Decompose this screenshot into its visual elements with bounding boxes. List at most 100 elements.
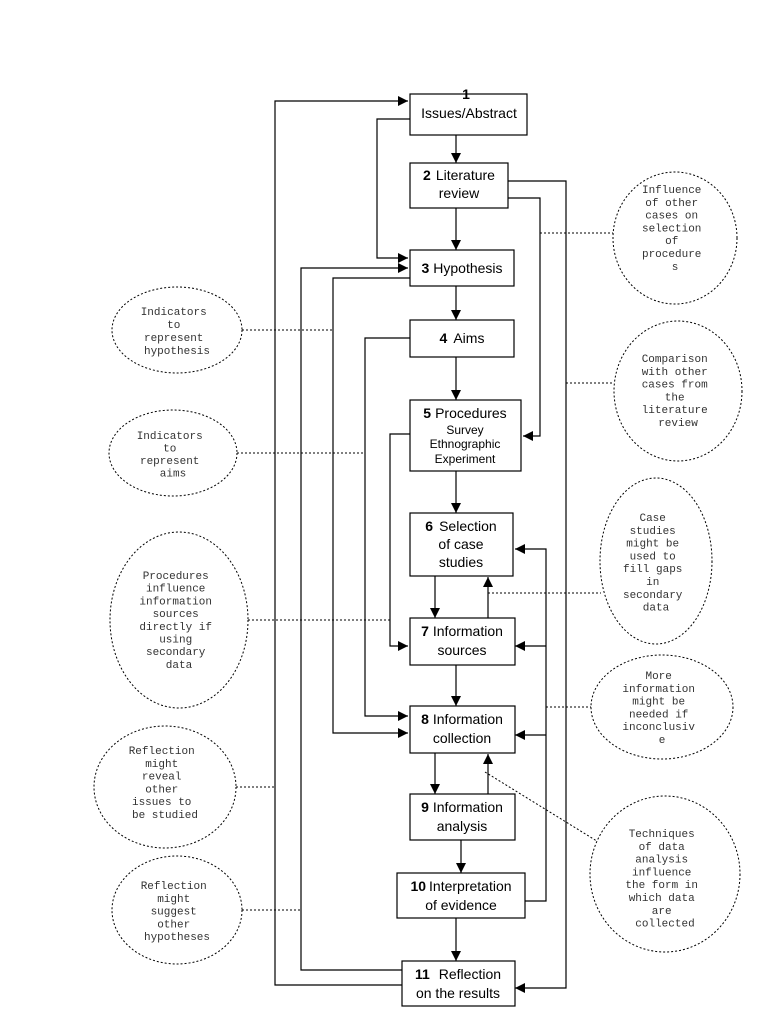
note-left-indicators-hypothesis: Indicators to represent hypothesis — [111, 286, 243, 374]
note-text: other — [145, 784, 178, 796]
note-text: needed if — [629, 709, 688, 721]
note-text: More — [645, 671, 671, 683]
note-text: other — [157, 919, 190, 931]
note-text: might be — [632, 697, 685, 709]
note-text: cases from — [642, 380, 708, 392]
loop-1-to-3 — [376, 118, 410, 263]
note-text: collected — [635, 919, 694, 931]
note-text: selection — [642, 223, 701, 235]
step-8-number: 8 — [421, 711, 429, 727]
note-text: the form in — [625, 880, 698, 892]
note-text: Case — [639, 513, 665, 525]
step-5-number: 5 — [423, 405, 431, 421]
step-10-label-line-2: of evidence — [425, 897, 497, 913]
note-text: hypotheses — [144, 932, 210, 944]
note-right-more-information: More information might be needed if inco… — [590, 654, 734, 760]
note-text: in — [646, 577, 659, 589]
note-text: fill gaps — [623, 564, 682, 576]
note-right-techniques-analysis: Techniques of data analysis influence th… — [589, 795, 741, 953]
note-text: might — [157, 894, 190, 906]
note-text: data — [643, 603, 670, 615]
note-text: cases on — [645, 211, 698, 223]
loop-10-to-6 — [515, 544, 547, 902]
step-2-label-line-2: review — [439, 185, 480, 201]
step-5-sub-survey: Survey — [446, 423, 483, 437]
annotation-leaders — [236, 232, 614, 911]
step-10-label-line-1: Interpretation — [429, 878, 512, 894]
step-11-number: 11 — [415, 966, 430, 982]
step-4-label: Aims — [453, 330, 484, 346]
note-text: represent — [140, 456, 199, 468]
step-6-label-line-2: of case — [438, 536, 483, 552]
note-text: influence — [146, 584, 205, 596]
step-5-sub-ethnographic: Ethnographic — [430, 437, 501, 451]
note-text: aims — [160, 469, 186, 481]
step-6-number: 6 — [425, 518, 433, 534]
note-right-case-studies-gaps: Case studies might be used to fill gaps … — [599, 477, 713, 645]
note-text: the — [665, 392, 685, 404]
note-text: to — [163, 444, 176, 456]
note-text: inconclusiv — [622, 722, 695, 734]
note-text: literature — [642, 405, 708, 417]
svg-text:Case studies m: Case studies might be used to fill gaps … — [623, 513, 689, 615]
step-7-number: 7 — [421, 623, 429, 639]
svg-text:Reflection might: Reflection might reveal other issues to … — [129, 746, 202, 822]
step-10-number: 10 — [410, 878, 426, 894]
annotation-notes: Indicators to represent hypothesis Indic… — [93, 171, 743, 965]
note-left-indicators-aims: Indicators to represent aims — [108, 409, 238, 497]
note-text: of data — [639, 842, 686, 854]
note-text: of other — [645, 198, 698, 210]
note-text: secondary — [623, 590, 683, 602]
step-6-label-line-1: Selection — [439, 518, 497, 534]
note-text: data — [166, 660, 193, 672]
note-text: Indicators — [141, 307, 207, 319]
svg-text:Techniques of data: Techniques of data analysis influence th… — [625, 829, 704, 931]
note-text: represent — [144, 333, 203, 345]
svg-text:Indicators to: Indicators to represent hypothesis — [141, 307, 214, 358]
note-left-reflection-hypotheses: Reflection might suggest other hypothese… — [111, 855, 243, 965]
loop-5-to-7 — [389, 433, 410, 651]
loop-2-to-5 — [508, 197, 541, 441]
note-text: influence — [632, 867, 691, 879]
note-text: studies — [630, 526, 676, 538]
note-text: using — [159, 635, 192, 647]
step-9-number: 9 — [421, 799, 429, 815]
note-text: e — [659, 735, 666, 747]
svg-text:Influence of other: Influence of other cases on selection of… — [642, 185, 708, 274]
note-text: Influence — [642, 185, 701, 197]
note-text: information — [622, 684, 695, 696]
note-text: might be — [626, 539, 679, 551]
connectors — [274, 96, 567, 993]
step-1-label: Issues/Abstract — [421, 105, 517, 121]
loop-11-to-1 — [274, 96, 408, 986]
svg-text:Reflection might: Reflection might suggest other hypothese… — [141, 881, 214, 944]
note-text: reveal — [142, 772, 182, 784]
note-text: Reflection — [129, 746, 195, 758]
note-text: information — [139, 596, 212, 608]
note-right-comparison: Comparison with other cases from the lit… — [613, 320, 743, 462]
note-text: used to — [630, 551, 676, 563]
step-3-number: 3 — [421, 260, 429, 276]
note-text: hypothesis — [144, 346, 210, 358]
step-7-label-line-2: sources — [437, 642, 486, 658]
note-text: Techniques — [629, 829, 695, 841]
note-text: s — [672, 262, 679, 274]
note-right-influence-other-cases: Influence of other cases on selection of… — [612, 171, 738, 305]
note-text: with other — [642, 367, 708, 379]
step-8-label-line-1: Information — [433, 711, 503, 727]
svg-text:Comparison with other: Comparison with other cases from the lit… — [642, 354, 715, 430]
loop-2-to-11 — [508, 180, 567, 993]
note-text: Comparison — [642, 354, 708, 366]
step-5-label: Procedures — [435, 405, 507, 421]
